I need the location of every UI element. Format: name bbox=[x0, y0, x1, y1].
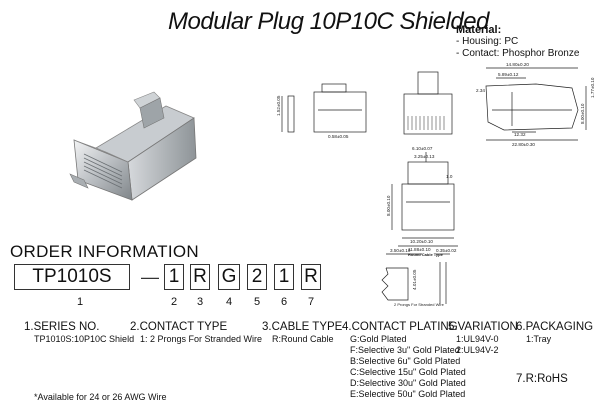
variation-heading: 5.VARIATION bbox=[448, 321, 518, 333]
round-cable-label: Round Cable Type bbox=[408, 252, 444, 257]
dim-text: 0.58±0.05 bbox=[328, 134, 349, 139]
cable-type-line: R:Round Cable bbox=[272, 334, 334, 344]
variation-line: 1:UL94V-0 bbox=[456, 334, 499, 344]
plating-line: G:Gold Plated bbox=[350, 334, 407, 344]
code-box-cable-type: R bbox=[190, 264, 210, 290]
dim-text: 1.0 bbox=[446, 174, 453, 179]
dim-text: 14.80±0.20 bbox=[506, 62, 529, 67]
packaging-line: 1:Tray bbox=[526, 334, 552, 344]
plating-line: B:Selective 6u" Gold Plated bbox=[350, 356, 461, 366]
dim-text: 8.00±0.10 bbox=[580, 103, 585, 124]
contact-type-line: 1: 2 Prongs For Stranded Wire bbox=[140, 334, 263, 344]
dim-text: 0.35±0.02 bbox=[436, 248, 457, 253]
dim-text: 6.10±0.07 bbox=[412, 146, 433, 151]
material-housing: - Housing: PC bbox=[456, 36, 519, 47]
packaging-heading: 6.PACKAGING bbox=[516, 321, 594, 333]
contact-plating-section: 4.CONTACT PLATING G:Gold Plated F:Select… bbox=[342, 320, 466, 400]
dim-text: 22.80±0.30 bbox=[512, 142, 535, 147]
code-box-contact-type: 1 bbox=[164, 264, 184, 290]
contact-type-heading: 2.CONTACT TYPE bbox=[130, 321, 228, 333]
code-box-plating: G bbox=[218, 264, 240, 290]
dim-text: 1.52±0.05 bbox=[276, 95, 281, 116]
cable-type-section: 3.CABLE TYPE R:Round Cable bbox=[262, 320, 342, 345]
code-dash: — bbox=[141, 267, 159, 287]
material-heading: Material: bbox=[456, 24, 502, 36]
code-index: 3 bbox=[196, 296, 204, 308]
plating-line: D:Selective 30u" Gold Plated bbox=[350, 378, 466, 388]
code-index: 7 bbox=[307, 296, 315, 308]
code-index: 4 bbox=[225, 296, 233, 308]
plating-line: F:Selective 3u" Gold Plated bbox=[350, 345, 460, 355]
contact-type-section: 2.CONTACT TYPE 1: 2 Prongs For Stranded … bbox=[130, 320, 262, 345]
product-photo bbox=[69, 91, 197, 201]
dim-text: 1.77±0.10 bbox=[590, 77, 595, 98]
variation-line: 2:UL94V-2 bbox=[456, 345, 499, 355]
dim-text: 12.32 bbox=[514, 132, 526, 137]
code-box-rohs: R bbox=[301, 264, 321, 290]
prongs-label: 2 Prongs For Stranded Wire bbox=[394, 302, 445, 307]
code-index: 5 bbox=[253, 296, 261, 308]
plating-line: C:Selective 15u" Gold Plated bbox=[350, 367, 466, 377]
packaging-section: 6.PACKAGING 1:Tray bbox=[516, 320, 593, 345]
dim-text: 8.00±0.10 bbox=[386, 195, 391, 216]
code-index: 6 bbox=[280, 296, 288, 308]
page-title: Modular Plug 10P10C Shielded bbox=[168, 8, 489, 35]
dim-text: 3.25±0.13 bbox=[414, 154, 435, 159]
dim-text: 4.01±0.05 bbox=[412, 269, 417, 290]
rohs-heading: 7.R:RoHS bbox=[516, 373, 568, 385]
dim-text: 3.50±0.10 bbox=[390, 248, 411, 253]
cable-type-heading: 3.CABLE TYPE bbox=[262, 321, 343, 333]
code-box-packaging: 1 bbox=[274, 264, 294, 290]
code-box-variation: 2 bbox=[247, 264, 267, 290]
plating-line: E:Selective 50u" Gold Plated bbox=[350, 389, 466, 399]
dim-text: 11.88±0.10 bbox=[408, 247, 431, 252]
series-heading: 1.SERIES NO. bbox=[24, 321, 100, 333]
dim-text: 10.20±0.10 bbox=[410, 239, 433, 244]
code-index: 1 bbox=[76, 296, 84, 308]
code-box-series: TP1010S bbox=[14, 264, 130, 290]
order-info-heading: ORDER INFORMATION bbox=[10, 242, 199, 261]
series-line: TP1010S:10P10C Shield bbox=[34, 334, 135, 344]
technical-drawing: 1.52±0.05 0.58±0.05 14.80±0.20 5.89±0.12… bbox=[276, 62, 595, 307]
series-section: 1.SERIES NO. TP1010S:10P10C Shield bbox=[24, 320, 134, 345]
contact-plating-heading: 4.CONTACT PLATING bbox=[342, 321, 458, 333]
material-spec: Material: - Housing: PC - Contact: Phosp… bbox=[456, 24, 579, 60]
rohs-section: 7.R:RoHS bbox=[516, 372, 568, 386]
dim-text: 5.89±0.12 bbox=[498, 72, 519, 77]
material-contact: - Contact: Phosphor Bronze bbox=[456, 48, 580, 59]
code-index: 2 bbox=[170, 296, 178, 308]
footnote: *Available for 24 or 26 AWG Wire bbox=[34, 392, 167, 402]
variation-section: 5.VARIATION 1:UL94V-0 2:UL94V-2 bbox=[448, 320, 518, 356]
dim-text: 2.34 bbox=[476, 88, 485, 93]
